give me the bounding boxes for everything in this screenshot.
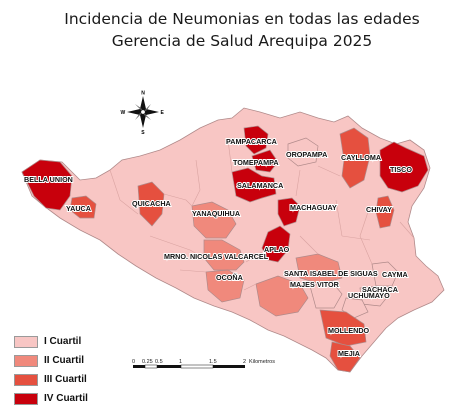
map-title: Incidencia de Neumonias en todas las eda… bbox=[64, 10, 420, 28]
scale-unit: Kilometros bbox=[249, 359, 275, 365]
label-tomepampa: TOMEPAMPA bbox=[233, 158, 279, 167]
legend-label-4: IV Cuartil bbox=[44, 393, 88, 404]
legend: I Cuartil II Cuartil III Cuartil IV Cuar… bbox=[14, 333, 88, 409]
internal-boundaries bbox=[109, 139, 415, 291]
label-salamanca: SALAMANCA bbox=[237, 181, 283, 190]
label-ocona: OCOÑA bbox=[216, 273, 243, 282]
district-machaguay bbox=[277, 197, 301, 227]
compass-w: W bbox=[121, 110, 126, 116]
district-pampacarca bbox=[243, 125, 269, 155]
district-mejia bbox=[329, 341, 361, 373]
district-yauca bbox=[69, 195, 97, 219]
legend-item-2: II Cuartil bbox=[14, 352, 88, 369]
label-yanaquihua: YANAQUIHUA bbox=[192, 209, 240, 218]
label-santa-isabel-de-siguas: SANTA ISABEL DE SIGUAS bbox=[284, 269, 378, 278]
compass-s: S bbox=[141, 130, 145, 136]
label-machaguay: MACHAGUAY bbox=[290, 203, 337, 212]
legend-label-2: II Cuartil bbox=[44, 355, 85, 366]
district-salamanca bbox=[231, 167, 277, 203]
label-caylloma: CAYLLOMA bbox=[341, 153, 381, 162]
district-tomepampa bbox=[251, 149, 279, 173]
scale-tick-2: 0.5 bbox=[155, 359, 163, 365]
district-cayma bbox=[371, 261, 399, 287]
scale-tick-4: 1.5 bbox=[209, 359, 217, 365]
label-uchumayo: UCHUMAYO bbox=[348, 291, 390, 300]
legend-label-3: III Cuartil bbox=[44, 374, 87, 385]
label-chivay: CHIVAY bbox=[366, 205, 392, 214]
legend-swatch-3 bbox=[14, 373, 38, 386]
scale-tick-3: 1 bbox=[179, 359, 182, 365]
legend-item-3: III Cuartil bbox=[14, 371, 88, 388]
district-caylloma bbox=[339, 127, 371, 189]
district-aplao bbox=[261, 225, 291, 263]
label-pampacarca: PAMPACARCA bbox=[226, 137, 277, 146]
district-oropampa bbox=[287, 137, 319, 167]
scale-tick-0: 0 bbox=[132, 359, 135, 365]
label-oropampa: OROPAMPA bbox=[286, 150, 327, 159]
district-majes bbox=[255, 275, 309, 317]
compass-rose-icon: N S E W bbox=[121, 91, 165, 137]
label-vitor: VITOR bbox=[317, 280, 340, 289]
label-mejia: MEJIA bbox=[338, 349, 360, 358]
scale-tick-1: 0.25 bbox=[142, 359, 153, 365]
label-mrno-nicolas-valcarcel: MRNO. NICOLAS VALCARCEL bbox=[164, 252, 269, 261]
district-quicacha bbox=[137, 181, 165, 227]
label-majes: MAJES bbox=[290, 280, 315, 289]
label-sachaca: SACHACA bbox=[362, 285, 398, 294]
compass-e: E bbox=[161, 110, 165, 116]
label-tisco: TISCO bbox=[390, 165, 412, 174]
district-labels: PAMPACARCA TOMEPAMPA OROPAMPA CAYLLOMA T… bbox=[23, 136, 413, 359]
label-aplao: APLAO bbox=[264, 245, 290, 254]
district-mollendo bbox=[319, 309, 367, 347]
district-vitor bbox=[309, 281, 343, 309]
district-tisco bbox=[379, 141, 429, 193]
region-base bbox=[21, 107, 445, 373]
district-mrno-nicolas-valcarcel bbox=[203, 239, 245, 271]
legend-item-4: IV Cuartil bbox=[14, 390, 88, 407]
legend-swatch-1 bbox=[14, 335, 38, 348]
label-bella-union: BELLA UNION bbox=[24, 175, 73, 184]
legend-label-1: I Cuartil bbox=[44, 336, 82, 347]
label-cayma: CAYMA bbox=[382, 270, 408, 279]
legend-item-1: I Cuartil bbox=[14, 333, 88, 350]
label-yauca: YAUCA bbox=[66, 204, 91, 213]
label-mollendo: MOLLENDO bbox=[328, 326, 370, 335]
district-uchumayo bbox=[341, 297, 369, 319]
district-ocona bbox=[205, 269, 245, 303]
legend-swatch-4 bbox=[14, 392, 38, 405]
district-yanaquihua bbox=[191, 201, 237, 239]
map-subtitle: Gerencia de Salud Arequipa 2025 bbox=[111, 32, 373, 50]
district-chivay bbox=[375, 195, 395, 229]
label-quicacha: QUICACHA bbox=[132, 199, 171, 208]
legend-swatch-2 bbox=[14, 354, 38, 367]
scale-tick-5: 2 bbox=[243, 359, 246, 365]
district-polygons bbox=[21, 125, 429, 373]
district-bella-union bbox=[21, 159, 73, 211]
scale-bar: 0 0.25 0.5 1 1.5 2 Kilometros bbox=[132, 359, 275, 369]
compass-n: N bbox=[141, 91, 145, 97]
